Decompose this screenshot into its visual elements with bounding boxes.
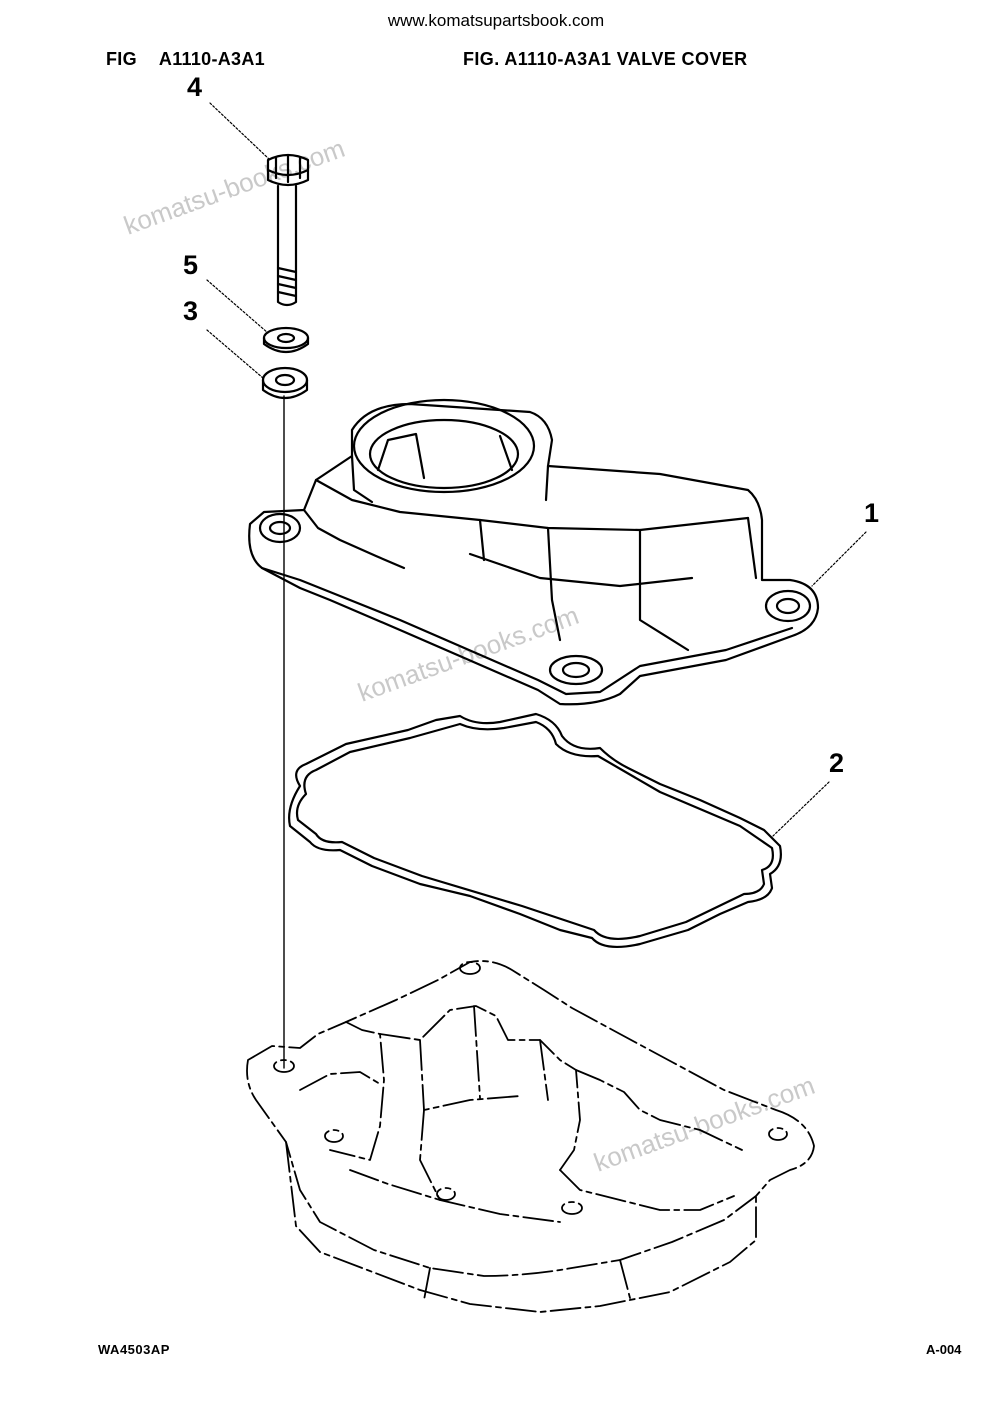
- site-url: www.komatsupartsbook.com: [387, 11, 605, 30]
- cylinder-head-phantom: [246, 960, 815, 1313]
- callout-washer: 3: [183, 296, 199, 326]
- callout-gasket: 2: [829, 748, 845, 778]
- bolt-part: [266, 153, 310, 307]
- drawing-code: WA4503AP: [98, 1342, 170, 1357]
- callout-valve-cover: 1: [864, 498, 880, 528]
- callout-bolt: 4: [187, 72, 203, 102]
- gasket-part: [288, 712, 782, 949]
- callout-seal-washer: 5: [183, 250, 199, 280]
- seal-washer-part: [262, 326, 310, 354]
- washer-part: [261, 366, 309, 400]
- figure-title: FIG. A1110-A3A1 VALVE COVER: [463, 49, 748, 69]
- valve-cover-part: [248, 398, 820, 706]
- page-number: A-004: [926, 1342, 962, 1357]
- leader-lines: [206, 102, 867, 837]
- figure-code: FIG A1110-A3A1: [106, 49, 265, 70]
- watermark-1: komatsu-books.com: [120, 133, 349, 241]
- fig-number: A1110-A3A1: [158, 49, 265, 69]
- fig-label: FIG: [106, 49, 137, 69]
- watermark-3: komatsu-books.com: [590, 1070, 819, 1178]
